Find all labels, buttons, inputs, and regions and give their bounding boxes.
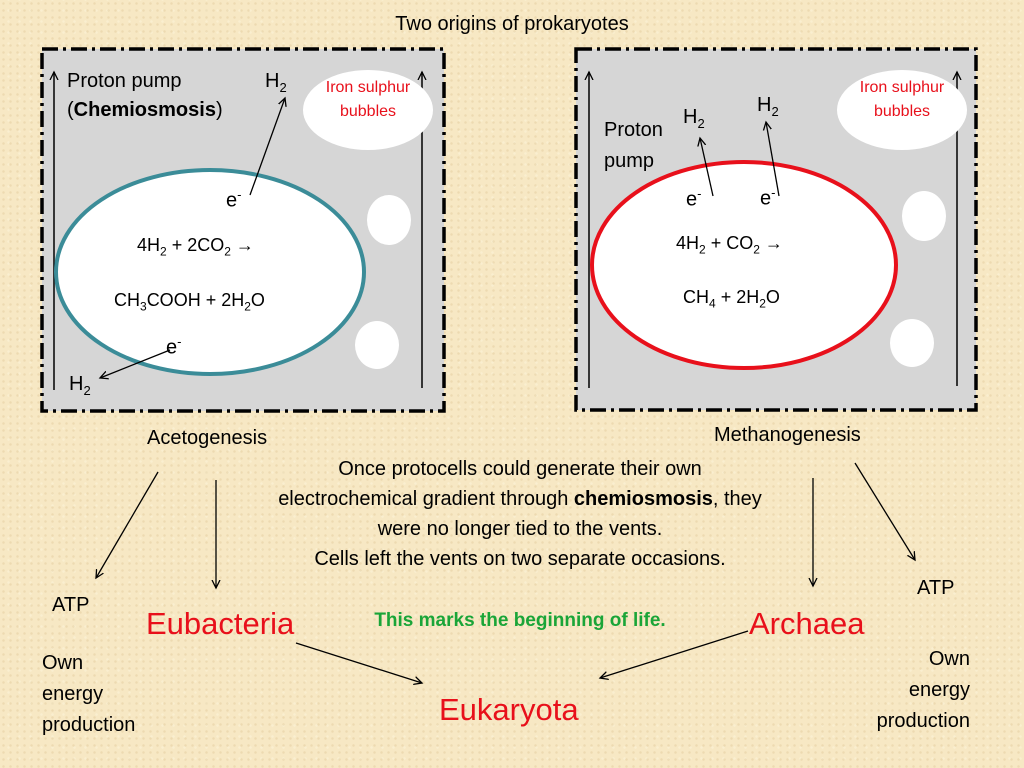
left-chemiosmosis-label: (Chemiosmosis) <box>67 99 223 122</box>
eubacteria-label: Eubacteria <box>146 606 295 641</box>
eq-part: + CO <box>705 233 754 253</box>
h-symbol: H <box>69 373 84 395</box>
sub2: 2 <box>759 296 766 311</box>
right-small-bubble-1 <box>902 191 946 241</box>
minus-sup: - <box>177 334 182 349</box>
eq-part: + 2H <box>715 287 760 307</box>
left-equation-line1: 4H2 + 2CO2 → <box>137 235 254 259</box>
right-proton-label: Proton <box>604 119 663 141</box>
eq-arrow: → <box>230 235 254 255</box>
eq-part: 4H <box>137 235 161 255</box>
left-small-bubble-2 <box>355 321 399 369</box>
left-equation-line2: CH3COOH + 2H2O <box>114 290 265 314</box>
center-line2: , they were no longer tied to the vents. <box>377 488 762 540</box>
right-electron-1: e- <box>686 186 701 212</box>
production: production <box>42 714 136 736</box>
center-explanation: Once protocells could generate their own… <box>270 454 770 574</box>
left-proton-pump-label: Proton pump <box>67 70 182 92</box>
left-h2-bottom: H2 <box>69 373 91 398</box>
center-bold-chemiosmosis: chemiosmosis <box>573 488 713 510</box>
archaea-to-eukaryota-arrow <box>600 630 749 678</box>
right-own-energy-label: Own energy production <box>877 644 970 737</box>
own: Own <box>42 652 84 674</box>
e-symbol: e <box>760 187 772 210</box>
sub2: 2 <box>697 116 705 131</box>
eq-part: O <box>765 287 780 307</box>
eq-arrow: → <box>759 233 783 253</box>
h-symbol: H <box>265 70 280 92</box>
right-small-bubble-2 <box>890 319 934 367</box>
left-own-energy-label: Own energy production <box>42 648 135 741</box>
production: production <box>876 710 970 732</box>
methanogenesis-to-atp-arrow <box>854 462 915 560</box>
eubacteria-to-eukaryota-arrow <box>295 642 422 683</box>
acetogenesis-label: Acetogenesis <box>147 427 268 449</box>
chemiosmosis-bold: Chemiosmosis <box>73 99 216 121</box>
sub2: 2 <box>83 383 91 398</box>
right-equation-line1: 4H2 + CO2 → <box>676 233 783 257</box>
eq-part: + 2CO <box>166 235 225 255</box>
energy: energy <box>42 683 104 705</box>
eq-part: CH <box>683 287 709 307</box>
h-symbol: H <box>757 94 772 116</box>
h-symbol: H <box>683 106 698 128</box>
eq-part: CH <box>114 290 140 310</box>
right-h2-arrow-1 <box>700 138 714 197</box>
right-iron-sulphur-label: Iron sulphur bubbles <box>859 79 945 120</box>
right-h2-1: H2 <box>683 106 705 131</box>
slide-title: Two origins of prokaryotes <box>395 13 629 35</box>
right-h2-2: H2 <box>757 94 779 119</box>
right-iron-sulphur-bubble <box>837 70 967 150</box>
center-line1: Once protocells could generate their own… <box>278 458 702 510</box>
center-line3: Cells left the vents on two separate occ… <box>314 548 726 570</box>
sub2: 2 <box>244 299 251 314</box>
left-iron-sulphur-label: Iron sulphur bubbles <box>325 79 411 120</box>
e-symbol: e <box>226 189 238 212</box>
beginning-of-life-text: This marks the beginning of life. <box>374 610 666 631</box>
eukaryota-label: Eukaryota <box>439 692 579 727</box>
right-equation-line2: CH4 + 2H2O <box>683 287 780 311</box>
sub2: 2 <box>753 242 760 257</box>
eq-part: COOH + 2H <box>146 290 245 310</box>
right-h2-arrow-2 <box>766 122 780 197</box>
left-electron-bottom: e- <box>166 334 181 360</box>
sub2: 2 <box>160 244 167 259</box>
methanogenesis-label: Methanogenesis <box>714 424 861 446</box>
paren-open: ( <box>67 99 74 121</box>
left-h2-in-arrow <box>100 349 171 378</box>
minus-sup: - <box>697 186 702 201</box>
sub2: 2 <box>699 242 706 257</box>
left-h2-top: H2 <box>265 70 287 95</box>
left-h2-out-arrow <box>249 98 285 196</box>
right-protocell <box>590 160 898 370</box>
e-symbol: e <box>686 188 698 211</box>
archaea-label: Archaea <box>749 606 865 641</box>
eq-part: 4H <box>676 233 700 253</box>
right-atp-label: ATP <box>917 577 955 599</box>
sub4: 4 <box>709 296 716 311</box>
left-small-bubble-1 <box>367 195 411 245</box>
minus-sup: - <box>771 185 776 200</box>
minus-sup: - <box>237 187 242 202</box>
eq-part: O <box>250 290 265 310</box>
acetogenesis-to-atp-arrow <box>96 471 159 578</box>
energy: energy <box>908 679 970 701</box>
right-electron-2: e- <box>760 185 775 211</box>
left-atp-label: ATP <box>52 594 90 616</box>
sub2: 2 <box>771 104 779 119</box>
paren-close: ) <box>215 99 223 121</box>
own: Own <box>928 648 970 670</box>
sub2: 2 <box>224 244 231 259</box>
left-protocell <box>54 168 366 376</box>
right-pump-label: pump <box>604 150 655 172</box>
e-symbol: e <box>166 336 178 359</box>
left-electron-top: e- <box>226 187 241 213</box>
sub2: 2 <box>279 80 287 95</box>
left-iron-sulphur-bubble <box>303 70 433 150</box>
sub3: 3 <box>140 299 147 314</box>
